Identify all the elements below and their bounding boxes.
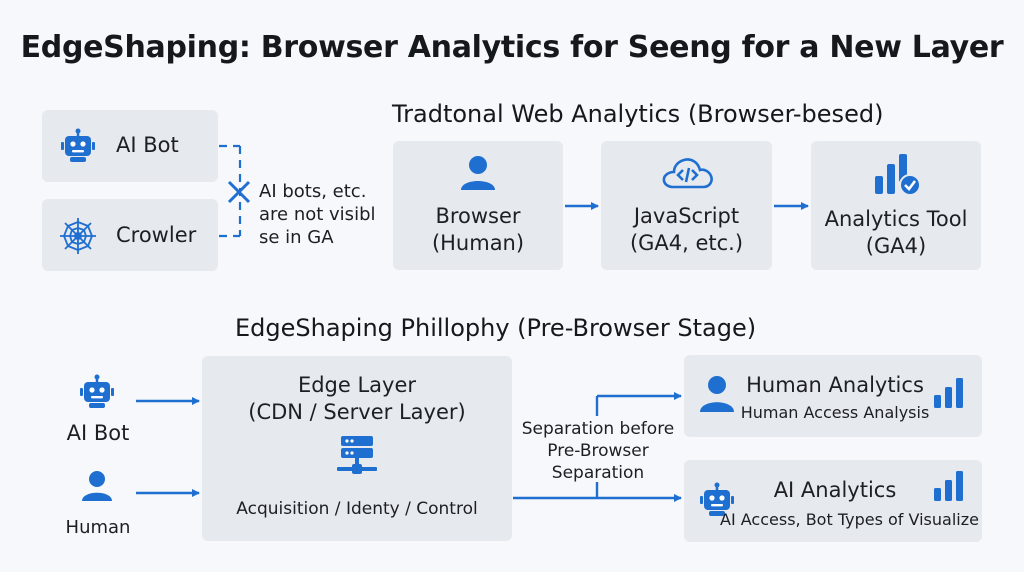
legacy-ai-bot-box: AI Bot	[42, 110, 218, 182]
human-analytics-title: Human Analytics	[746, 373, 924, 397]
human-analytics-box: Human Analytics Human Access Analysis	[684, 355, 982, 437]
robot-icon	[699, 482, 735, 522]
bar-chart-check-icon	[871, 152, 921, 200]
separation-line2: Pre-Browser	[547, 441, 649, 461]
edge-layer-box: Edge Layer (CDN / Server Layer) Acquisit…	[202, 356, 512, 541]
browser-line1: Browser	[435, 203, 521, 228]
analytics-tool-box: Analytics Tool (GA4)	[811, 141, 981, 270]
user-icon	[458, 155, 498, 195]
edge-human-label: Human	[65, 517, 131, 538]
bar-chart-icon	[933, 470, 965, 506]
edge-layer-line2: (CDN / Server Layer)	[248, 400, 466, 424]
separation-split	[513, 392, 682, 502]
legacy-section-title: Tradtonal Web Analytics (Browser-besed)	[392, 100, 884, 128]
cloud-code-icon	[659, 155, 715, 195]
robot-icon	[60, 128, 96, 168]
bar-chart-icon	[933, 377, 965, 413]
javascript-line1: JavaScript	[633, 203, 740, 228]
javascript-line2: (GA4, etc.)	[629, 230, 744, 255]
edge-ai-bot-label: AI Bot	[66, 421, 130, 445]
legacy-note-line3: se in GA	[259, 227, 334, 248]
ai-analytics-title: AI Analytics	[773, 478, 897, 502]
separation-line1: Separation before	[521, 419, 675, 439]
spider-web-icon	[58, 216, 98, 260]
server-stack-icon	[337, 436, 377, 482]
user-icon	[699, 375, 735, 417]
legacy-note: AI bots, etc. are not visibl se in GA	[259, 180, 376, 249]
legacy-note-line2: are not visibl	[259, 204, 376, 225]
analytics-tool-line2: (GA4)	[865, 233, 927, 258]
page-title: EdgeShaping: Browser Analytics for Seeng…	[20, 30, 1004, 65]
ai-analytics-box: AI Analytics AI Access, Bot Types of Vis…	[684, 460, 982, 542]
ai-analytics-sub: AI Access, Bot Types of Visualize	[720, 510, 979, 529]
robot-icon	[79, 374, 115, 414]
edge-layer-line1: Edge Layer	[297, 373, 417, 397]
analytics-tool-line1: Analytics Tool	[824, 206, 968, 231]
dashed-bracket	[219, 144, 242, 238]
edge-section-title: EdgeShaping Phillophy (Pre-Browser Stage…	[235, 314, 757, 342]
legacy-ai-bot-label: AI Bot	[116, 133, 179, 157]
legacy-crawler-box: Crowler	[42, 199, 218, 271]
separation-line3: Separation	[551, 463, 645, 483]
legacy-crawler-label: Crowler	[116, 223, 197, 247]
browser-line2: (Human)	[431, 230, 525, 255]
browser-box: Browser (Human)	[393, 141, 563, 270]
legacy-note-line1: AI bots, etc.	[259, 181, 367, 202]
human-analytics-sub: Human Access Analysis	[740, 403, 930, 422]
javascript-box: JavaScript (GA4, etc.)	[601, 141, 772, 270]
edge-layer-caption: Acquisition / Identy / Control	[236, 499, 478, 519]
separation-note: Separation before Pre-Browser Separation	[514, 418, 682, 484]
user-icon	[80, 470, 114, 506]
